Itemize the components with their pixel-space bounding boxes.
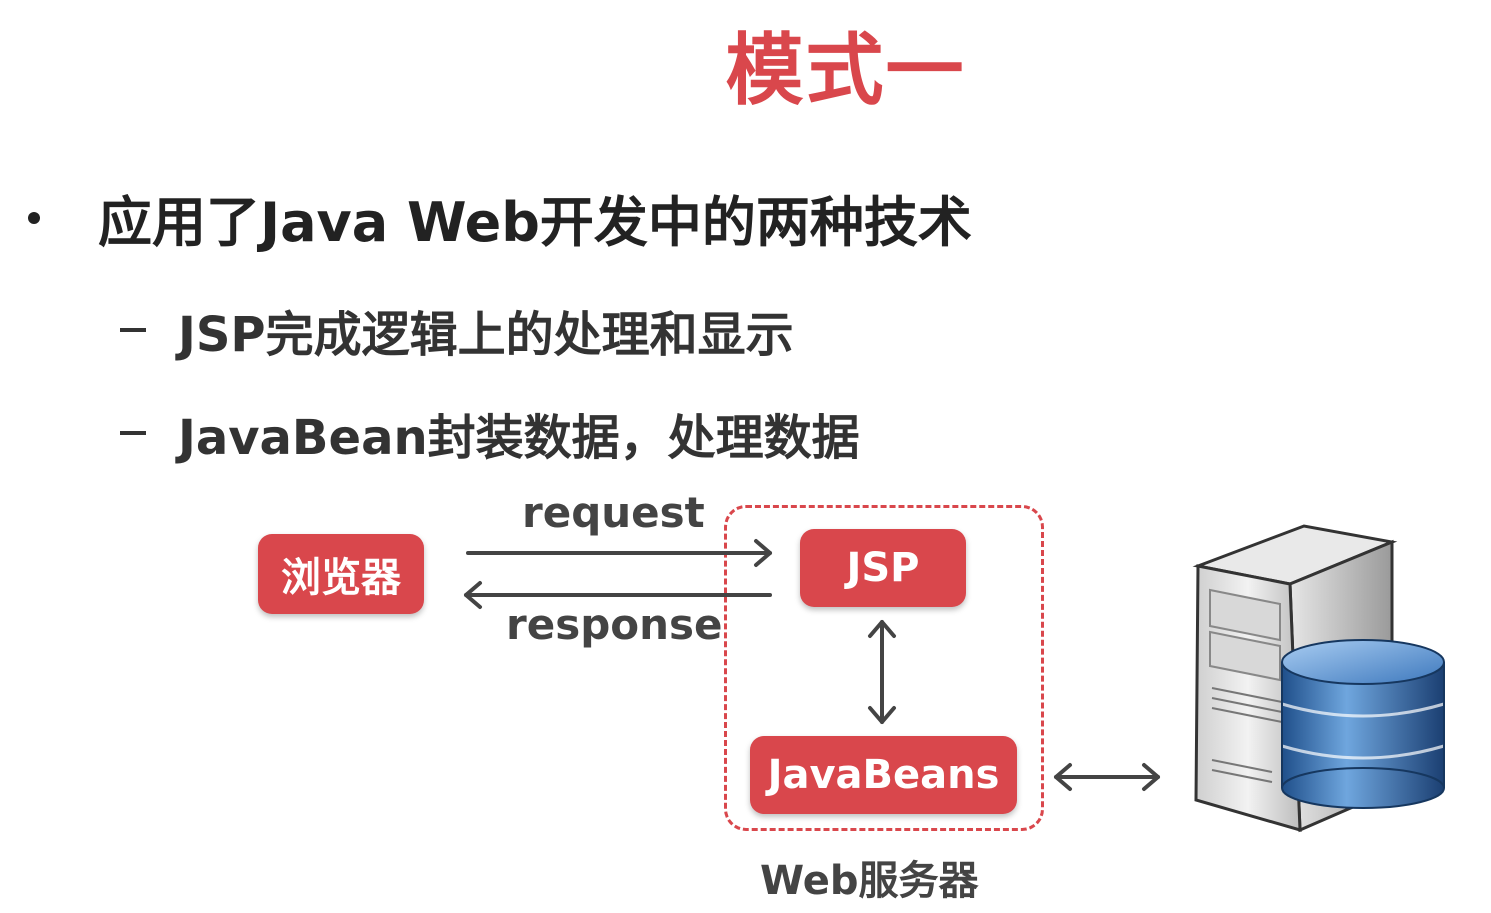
response-arrow-icon <box>464 581 772 609</box>
jsp-javabeans-arrow-icon <box>868 620 896 724</box>
request-label: request <box>522 488 705 537</box>
slide-title: 模式一 <box>725 26 966 116</box>
database-cylinder-icon <box>1281 639 1445 809</box>
request-arrow-icon <box>466 539 772 567</box>
javabeans-database-arrow-icon <box>1054 763 1160 791</box>
main-bullet: 应用了Java Web开发中的两种技术 <box>28 178 972 257</box>
jsp-box: JSP <box>800 529 966 607</box>
web-server-label: Web服务器 <box>760 858 979 904</box>
bullet-dot-icon <box>28 211 40 224</box>
sub-point-jsp: JSP完成逻辑上的处理和显示 <box>120 295 794 365</box>
javabeans-box: JavaBeans <box>750 736 1017 814</box>
web-server-frame <box>724 505 1044 831</box>
server-tower-icon <box>1192 524 1398 833</box>
dash-icon <box>120 328 146 332</box>
browser-box: 浏览器 <box>258 534 424 614</box>
sub-point-javabean: JavaBean封装数据，处理数据 <box>120 398 860 468</box>
dash-icon <box>120 431 146 435</box>
response-label: response <box>506 600 723 649</box>
sub-point-text: JSP完成逻辑上的处理和显示 <box>178 307 794 363</box>
sub-point-text: JavaBean封装数据，处理数据 <box>178 410 860 466</box>
main-bullet-text: 应用了Java Web开发中的两种技术 <box>98 191 972 254</box>
